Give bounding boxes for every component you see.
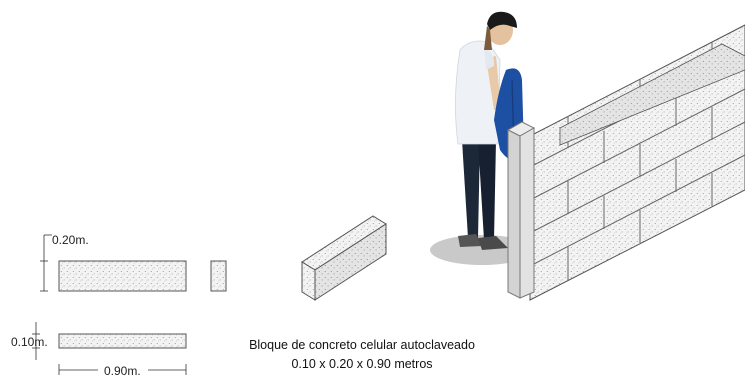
concrete-post <box>506 121 536 299</box>
caption: Bloque de concreto celular autoclaveado … <box>249 338 475 371</box>
caption-dimensions: 0.10 x 0.20 x 0.90 metros <box>291 357 432 371</box>
caption-title: Bloque de concreto celular autoclaveado <box>249 338 475 352</box>
length-dimension: 0.90m. <box>58 364 187 375</box>
block-plan-view <box>58 333 187 349</box>
block-front-view <box>58 260 187 292</box>
thickness-dimension: 0.10m. <box>11 322 48 360</box>
height-label: 0.20m. <box>52 233 89 247</box>
block-end-view <box>210 260 227 292</box>
height-dimension: 0.20m. <box>40 233 89 292</box>
block-isometric-view <box>301 215 387 301</box>
thickness-label: 0.10m. <box>11 335 48 349</box>
length-label: 0.90m. <box>104 364 141 375</box>
block-wall <box>529 24 745 301</box>
